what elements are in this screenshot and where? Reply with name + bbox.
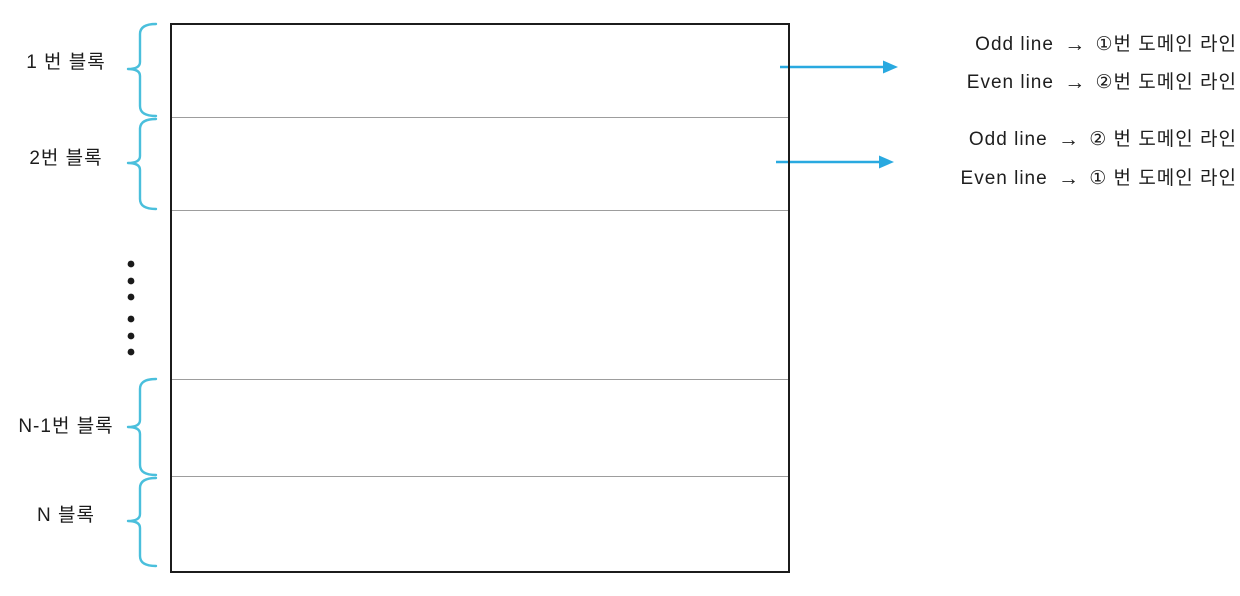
right-arrow-glyph: →	[1057, 128, 1079, 151]
brace-block-1	[126, 22, 158, 118]
annotation-text: ②번 도메인 라인	[1095, 72, 1237, 93]
pointer-arrow-1	[780, 60, 898, 74]
right-arrow-glyph: →	[1064, 33, 1086, 56]
brace-block-2	[126, 117, 158, 211]
annotation-even-line-2: Even line → ① 번 도메인 라인	[961, 166, 1237, 190]
row-divider-2	[172, 210, 788, 211]
annotation-block-2: Odd line → ② 번 도메인 라인 Even line → ① 번 도메…	[961, 127, 1237, 190]
block-label-n-1: N-1번 블록	[18, 416, 114, 437]
block-label-1: 1 번 블록	[26, 52, 106, 73]
right-arrow-glyph: →	[1064, 71, 1086, 94]
annotation-text: ① 번 도메인 라인	[1089, 168, 1237, 189]
annotation-prefix: Even line	[960, 168, 1048, 189]
annotation-text: ② 번 도메인 라인	[1089, 129, 1237, 150]
pointer-arrow-2	[776, 155, 894, 169]
brace-block-n-1	[126, 377, 158, 477]
annotation-block-1: Odd line → ①번 도메인 라인 Even line → ②번 도메인 …	[967, 32, 1237, 94]
block-label-2: 2번 블록	[29, 148, 103, 169]
brace-block-n	[126, 476, 158, 568]
annotation-prefix: Odd line	[968, 129, 1048, 150]
annotation-prefix: Even line	[966, 72, 1054, 93]
row-divider-3	[172, 379, 788, 380]
block-label-n: N 블록	[37, 505, 95, 526]
row-divider-4	[172, 476, 788, 477]
right-arrow-glyph: →	[1057, 167, 1079, 190]
annotation-text: ①번 도메인 라인	[1095, 34, 1237, 55]
annotation-odd-line-2: Odd line → ② 번 도메인 라인	[961, 127, 1237, 151]
row-divider-1	[172, 117, 788, 118]
vertical-ellipsis-dots	[127, 260, 135, 356]
annotation-odd-line-1: Odd line → ①번 도메인 라인	[967, 32, 1237, 56]
annotation-prefix: Odd line	[975, 34, 1054, 55]
annotation-even-line-1: Even line → ②번 도메인 라인	[967, 70, 1237, 94]
memory-block-rectangle	[170, 23, 790, 573]
